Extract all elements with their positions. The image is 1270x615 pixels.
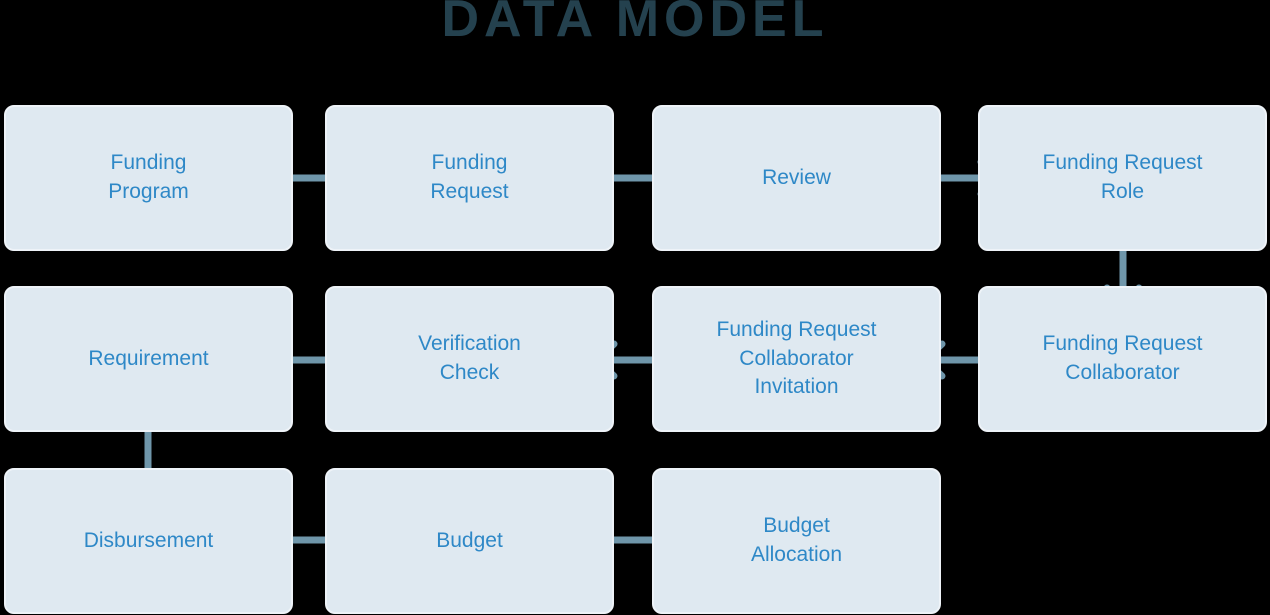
node-label: Requirement — [88, 346, 209, 370]
node-label: Review — [762, 165, 831, 189]
node-review: Review — [652, 105, 941, 251]
node-label: Budget — [436, 528, 503, 552]
node-funding-request-collaborator: Funding Request Collaborator — [978, 286, 1267, 432]
node-label: Funding Request — [430, 151, 509, 203]
node-label: Funding Program — [108, 151, 189, 203]
node-verification-check: Verification Check — [325, 286, 614, 432]
node-funding-request-role: Funding Request Role — [978, 105, 1267, 251]
node-requirement: Requirement — [4, 286, 293, 432]
node-label: Verification Check — [418, 332, 521, 384]
diagram-title: DATA MODEL — [441, 0, 829, 48]
node-budget-allocation: Budget Allocation — [652, 468, 941, 614]
node-label: Funding Request Collaborator Invitation — [716, 317, 877, 399]
node-label: Funding Request Collaborator — [1042, 332, 1203, 384]
node-label: Funding Request Role — [1042, 151, 1203, 203]
node-label: Budget Allocation — [750, 514, 843, 566]
node-funding-request-collaborator-invitation: Funding Request Collaborator Invitation — [652, 286, 941, 432]
node-budget: Budget — [325, 468, 614, 614]
node-label: Disbursement — [83, 528, 214, 552]
node-funding-request: Funding Request — [325, 105, 614, 251]
node-funding-program: Funding Program — [4, 105, 293, 251]
node-disbursement: Disbursement — [4, 468, 293, 614]
